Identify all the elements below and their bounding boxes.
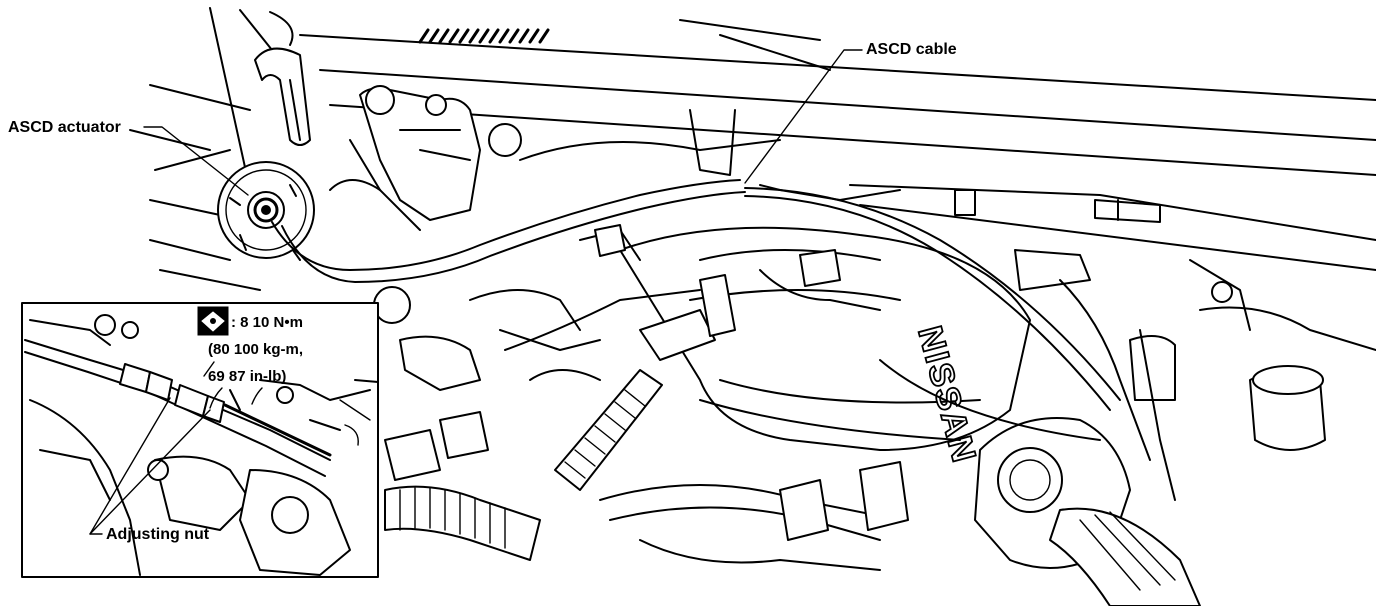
callout-adjusting-nut: Adjusting nut — [89, 397, 211, 543]
label-ascd-actuator: ASCD actuator — [8, 119, 121, 136]
torque-spec-line-3: 69 87 in-lb) — [208, 368, 286, 385]
torque-spec-line-1: : 8 10 N•m — [231, 314, 303, 331]
torque-wrench-icon — [197, 306, 229, 336]
callout-actuator: ASCD actuator — [8, 119, 249, 196]
corrugated-hose — [554, 369, 663, 491]
callout-cable: ASCD cable — [744, 41, 957, 184]
hood-vent-slots — [418, 28, 550, 44]
engine-bay-artwork: NISSAN — [129, 7, 1376, 606]
label-adjusting-nut: Adjusting nut — [106, 526, 210, 543]
torque-spec-line-2: (80 100 kg-m, — [208, 341, 303, 358]
harness-loom — [384, 485, 541, 561]
ascd-actuator-unit — [217, 161, 315, 259]
torque-spec: : 8 10 N•m (80 100 kg-m, 69 87 in-lb) — [197, 306, 303, 409]
inset-detail — [21, 302, 379, 578]
label-ascd-cable: ASCD cable — [866, 41, 957, 58]
ascd-cable — [271, 179, 1121, 411]
